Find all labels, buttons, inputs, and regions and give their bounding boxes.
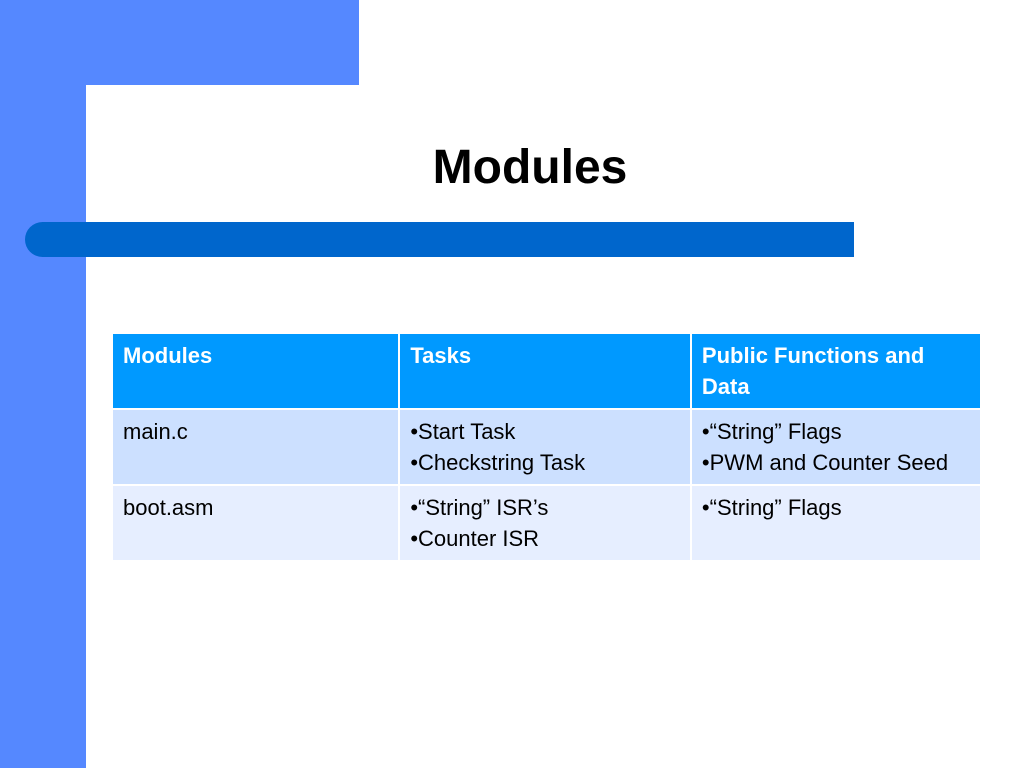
side-accent-bar bbox=[0, 0, 86, 768]
top-accent-block bbox=[0, 0, 359, 85]
task-item: •Counter ISR bbox=[410, 526, 540, 551]
module-name: boot.asm bbox=[123, 495, 214, 520]
cell-module: boot.asm bbox=[110, 484, 401, 562]
public-item: •“String” Flags bbox=[701, 495, 842, 520]
cell-module: main.c bbox=[110, 408, 401, 486]
public-item: •“String” Flags bbox=[701, 419, 842, 444]
header-cell-tasks: Tasks bbox=[398, 332, 692, 410]
title-underline-bar bbox=[25, 222, 854, 257]
table-row: boot.asm •“String” ISR’s •Counter ISR •“… bbox=[110, 484, 983, 562]
public-item: •PWM and Counter Seed bbox=[701, 450, 949, 475]
task-item: •“String” ISR’s bbox=[410, 495, 549, 520]
table-header-row: Modules Tasks Public Functions and Data bbox=[110, 332, 983, 410]
task-item: •Start Task bbox=[410, 419, 516, 444]
cell-public: •“String” Flags bbox=[689, 484, 983, 562]
slide-title: Modules bbox=[432, 141, 628, 194]
task-item: •Checkstring Task bbox=[410, 450, 586, 475]
cell-tasks: •Start Task •Checkstring Task bbox=[398, 408, 692, 486]
module-name: main.c bbox=[123, 419, 188, 444]
cell-public: •“String” Flags •PWM and Counter Seed bbox=[689, 408, 983, 486]
modules-table: Modules Tasks Public Functions and Data … bbox=[110, 332, 983, 562]
header-cell-public-functions: Public Functions and Data bbox=[689, 332, 983, 410]
cell-tasks: •“String” ISR’s •Counter ISR bbox=[398, 484, 692, 562]
table-row: main.c •Start Task •Checkstring Task •“S… bbox=[110, 408, 983, 486]
header-cell-modules: Modules bbox=[110, 332, 401, 410]
